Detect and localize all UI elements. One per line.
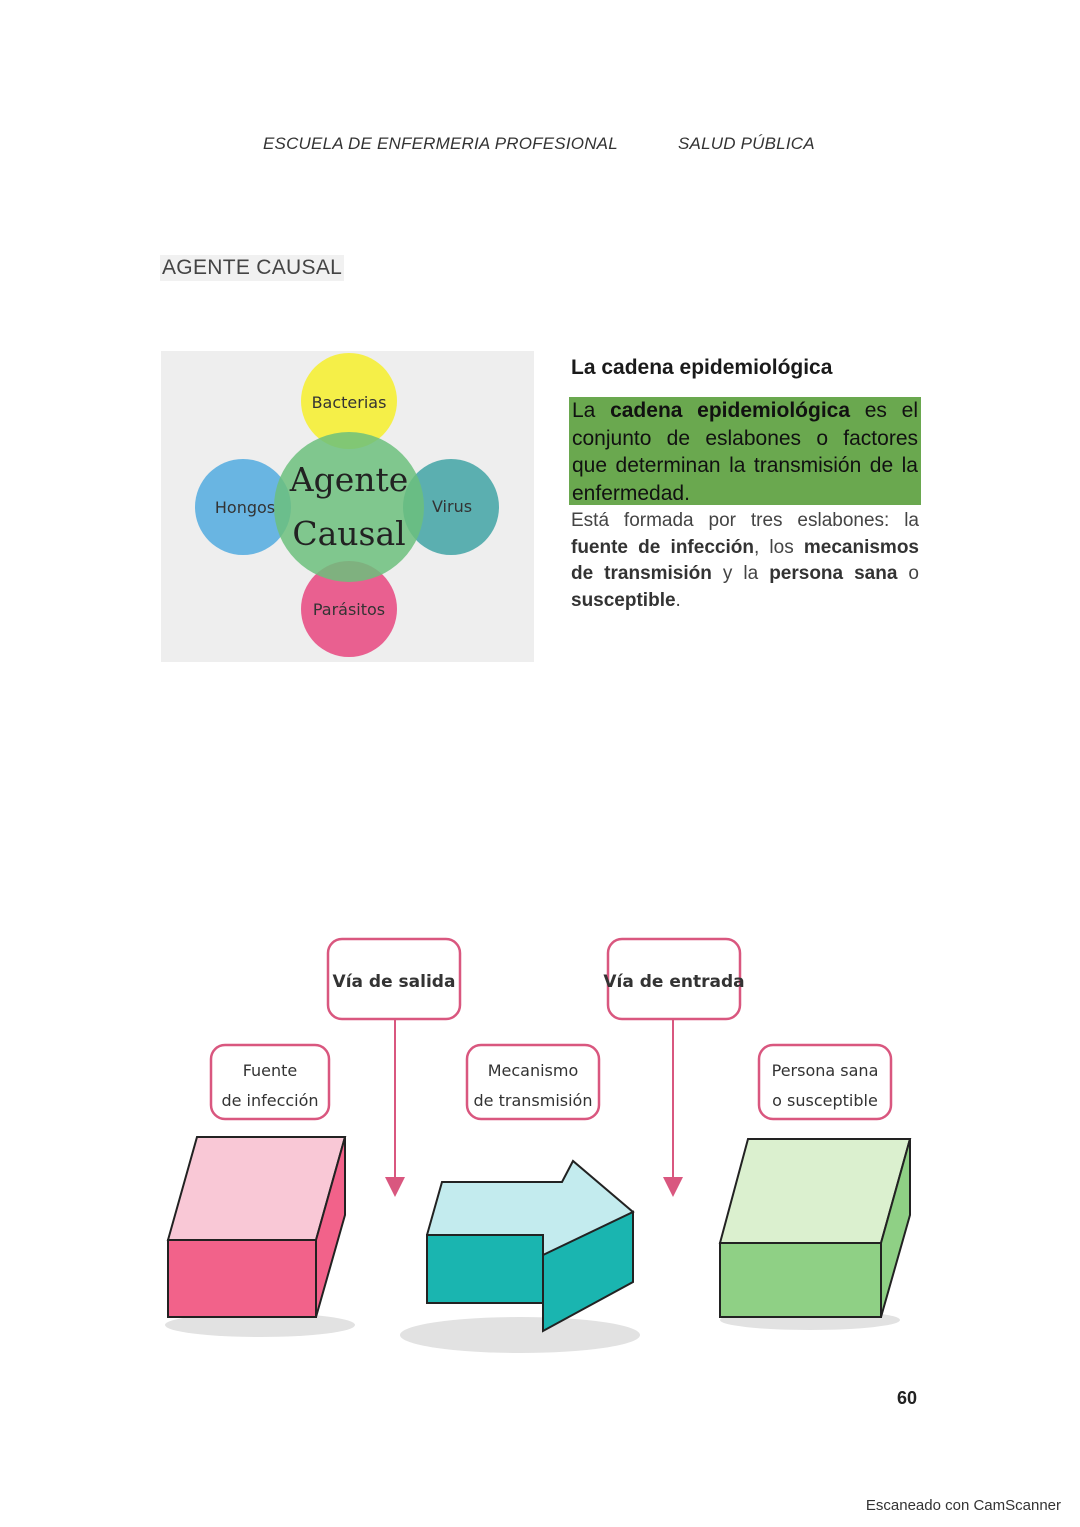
bacterias-label: Bacterias xyxy=(312,393,387,412)
via-entrada-label: Vía de entrada xyxy=(603,972,744,992)
fuente-block xyxy=(166,1136,347,1318)
via-entrada-box: Vía de entrada xyxy=(603,937,745,1021)
cadena-body: Está formada por tres eslabones: la fuen… xyxy=(571,510,920,611)
term-fuente: fuente de infección xyxy=(571,536,754,558)
circle-hongos xyxy=(195,459,291,555)
virus-label: Virus xyxy=(432,497,472,516)
persona-block xyxy=(718,1138,912,1318)
circle-parasitos xyxy=(301,561,397,657)
persona-box: Persona sana o susceptible xyxy=(757,1043,893,1121)
hongos-label: Hongos xyxy=(215,498,275,517)
cadena-title: La cadena epidemiológica xyxy=(571,356,833,379)
agente-label: Agente xyxy=(289,460,409,499)
persona-line1: Persona sana xyxy=(772,1061,879,1080)
subject-name: SALUD PÚBLICA xyxy=(678,134,815,153)
circle-agente-causal xyxy=(274,432,424,582)
chain-diagram: Vía de salida Vía de entrada Fuente de i… xyxy=(165,937,912,1353)
mecanismo-line2: de transmisión xyxy=(474,1091,593,1110)
school-name: ESCUELA DE ENFERMERIA PROFESIONAL xyxy=(263,134,618,153)
fuente-line2: de infección xyxy=(221,1091,318,1110)
cadena-bold-term: cadena epidemiológica xyxy=(610,399,851,422)
term-susceptible: susceptible xyxy=(571,589,676,611)
causal-label: Causal xyxy=(292,514,405,553)
section-title: AGENTE CAUSAL xyxy=(160,255,345,281)
circle-bacterias xyxy=(301,353,397,449)
mecanismo-arrow-block xyxy=(426,1159,635,1333)
mecanismo-box: Mecanismo de transmisión xyxy=(465,1043,601,1121)
persona-line2: o susceptible xyxy=(772,1091,878,1110)
term-persona: persona sana xyxy=(769,563,898,584)
via-salida-box: Vía de salida xyxy=(326,937,462,1021)
cadena-definition: La cadena epidemiológica es el conjunto … xyxy=(569,397,921,505)
fuente-line1: Fuente xyxy=(243,1061,298,1080)
via-salida-label: Vía de salida xyxy=(333,972,456,992)
agent-causal-diagram: Bacterias Hongos Virus Parásitos Agente … xyxy=(161,351,534,662)
mecanismo-line1: Mecanismo xyxy=(488,1061,579,1080)
fuente-box: Fuente de infección xyxy=(209,1043,331,1121)
circle-virus xyxy=(403,459,499,555)
scanner-watermark: Escaneado con CamScanner xyxy=(865,1497,1061,1514)
parasitos-label: Parásitos xyxy=(313,600,385,619)
term-mecanismos: mecanismos de transmisión xyxy=(571,536,920,585)
page-number: 60 xyxy=(897,1388,918,1408)
